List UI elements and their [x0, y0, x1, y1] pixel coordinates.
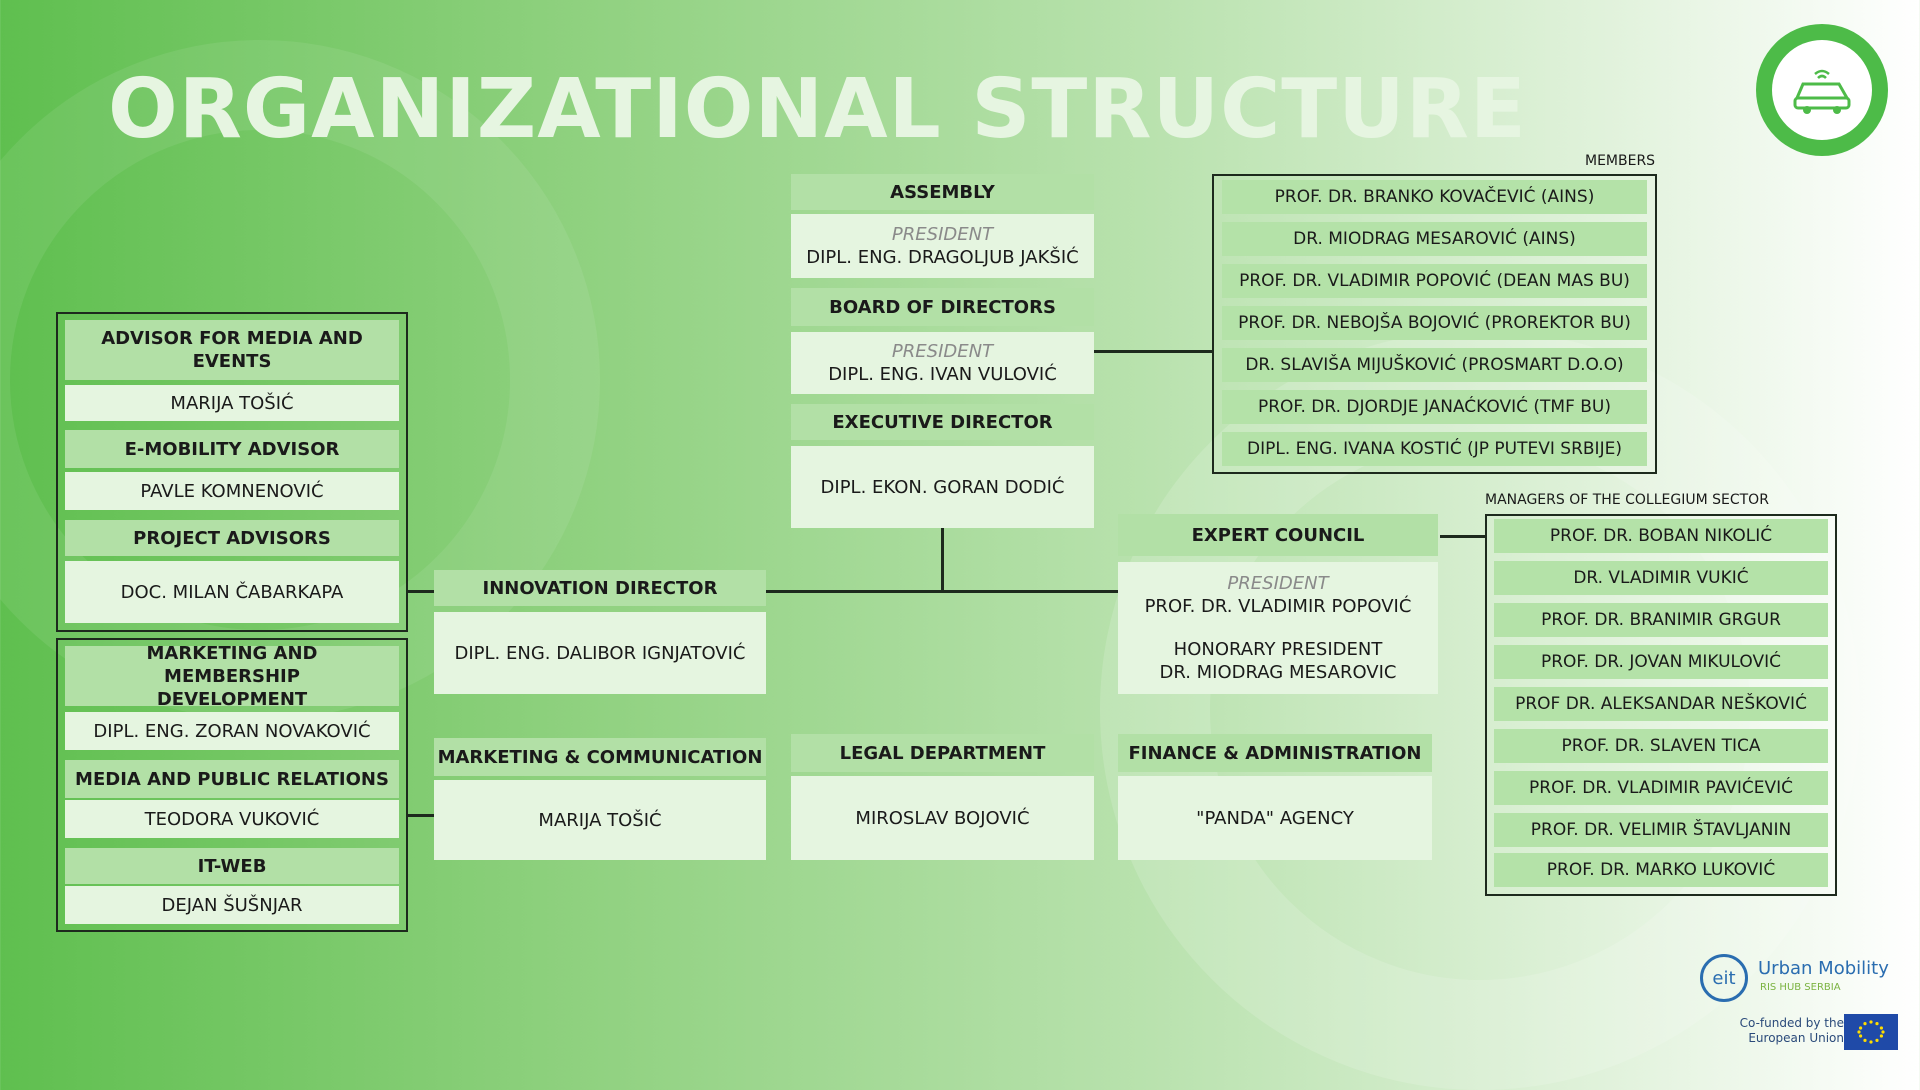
- member-item: PROF. DR. DJORDJE JANAĆKOVIĆ (TMF BU): [1222, 390, 1647, 424]
- eit-sub: RIS HUB SERBIA: [1760, 982, 1841, 993]
- marketing-comm-name-box: MARIJA TOŠIĆ: [434, 780, 766, 860]
- emobility-name-box: PAVLE KOMNENOVIĆ: [65, 472, 399, 510]
- manager-item: PROF. DR. JOVAN MIKULOVIĆ: [1494, 645, 1828, 679]
- marketing-comm-header: MARKETING & COMMUNICATION: [434, 738, 766, 776]
- project-advisors-name: DOC. MILAN ČABARKAPA: [120, 581, 344, 603]
- managers-label: MANAGERS OF THE COLLEGIUM SECTOR: [1485, 492, 1769, 508]
- executive-name-box: DIPL. EKON. GORAN DODIĆ: [791, 446, 1094, 528]
- cofund-text: Co-funded by the European Union: [1739, 1016, 1844, 1045]
- members-label: MEMBERS: [1585, 153, 1656, 169]
- emobility-name: PAVLE KOMNENOVIĆ: [140, 480, 324, 502]
- executive-name: DIPL. EKON. GORAN DODIĆ: [820, 476, 1065, 498]
- member-item: PROF. DR. BRANKO KOVAČEVIĆ (AINS): [1222, 180, 1647, 214]
- electric-car-icon: [1772, 40, 1872, 140]
- member-item: DIPL. ENG. IVANA KOSTIĆ (JP PUTEVI SRBIJ…: [1222, 432, 1647, 466]
- itweb-header: IT-WEB: [65, 848, 399, 884]
- innovation-name: DIPL. ENG. DALIBOR IGNJATOVIĆ: [454, 642, 746, 664]
- board-president-name: DIPL. ENG. IVAN VULOVIĆ: [828, 364, 1057, 385]
- finance-header: FINANCE & ADMINISTRATION: [1118, 734, 1432, 772]
- eu-flag-icon: [1844, 1014, 1898, 1050]
- media-pr-name-box: TEODORA VUKOVIĆ: [65, 800, 399, 838]
- innovation-header: INNOVATION DIRECTOR: [434, 570, 766, 606]
- expert-council-box: PRESIDENT PROF. DR. VLADIMIR POPOVIĆ HON…: [1118, 562, 1438, 694]
- connector-board-members: [1094, 350, 1212, 353]
- marketing-group-frame: [56, 638, 408, 932]
- expert-honorary-name: DR. MIODRAG MESAROVIC: [1159, 662, 1397, 683]
- manager-item: PROF. DR. VELIMIR ŠTAVLJANIN: [1494, 813, 1828, 847]
- expert-president-name: PROF. DR. VLADIMIR POPOVIĆ: [1144, 596, 1412, 617]
- eit-brand: Urban Mobility: [1758, 958, 1889, 979]
- managers-frame: [1485, 514, 1837, 896]
- legal-name-box: MIROSLAV BOJOVIĆ: [791, 776, 1094, 860]
- manager-item: PROF. DR. BRANIMIR GRGUR: [1494, 603, 1828, 637]
- media-pr-name: TEODORA VUKOVIĆ: [144, 808, 320, 830]
- board-president-box: PRESIDENT DIPL. ENG. IVAN VULOVIĆ: [791, 332, 1094, 394]
- innovation-name-box: DIPL. ENG. DALIBOR IGNJATOVIĆ: [434, 612, 766, 694]
- project-advisors-name-box: DOC. MILAN ČABARKAPA: [65, 561, 399, 623]
- connector-innovation-left: [406, 590, 434, 593]
- member-item: DR. SLAVIŠA MIJUŠKOVIĆ (PROSMART D.O.O): [1222, 348, 1647, 382]
- connector-marketing-left: [406, 814, 434, 817]
- eit-logo: eit Urban Mobility RIS HUB SERBIA: [1700, 954, 1900, 1004]
- marketing-membership-header: MARKETING AND MEMBERSHIP DEVELOPMENT: [65, 643, 399, 710]
- assembly-header: ASSEMBLY: [791, 174, 1094, 210]
- members-frame: [1212, 174, 1657, 474]
- itweb-name: DEJAN ŠUŠNJAR: [161, 894, 303, 916]
- page-title: ORGANIZATIONAL STRUCTURE: [108, 62, 1527, 157]
- expert-council-header: EXPERT COUNCIL: [1118, 514, 1438, 556]
- eit-mark: eit: [1700, 954, 1748, 1002]
- executive-header: EXECUTIVE DIRECTOR: [791, 404, 1094, 440]
- legal-name: MIROSLAV BOJOVIĆ: [855, 807, 1030, 829]
- board-role: PRESIDENT: [891, 341, 994, 362]
- manager-item: PROF. DR. SLAVEN TICA: [1494, 729, 1828, 763]
- media-pr-header: MEDIA AND PUBLIC RELATIONS: [65, 760, 399, 798]
- project-advisors-header: PROJECT ADVISORS: [65, 520, 399, 556]
- member-item: PROF. DR. NEBOJŠA BOJOVIĆ (PROREKTOR BU): [1222, 306, 1647, 340]
- member-item: PROF. DR. VLADIMIR POPOVIĆ (DEAN MAS BU): [1222, 264, 1647, 298]
- connector-main-horizontal: [766, 590, 1118, 593]
- media-events-name-box: MARIJA TOŠIĆ: [65, 385, 399, 421]
- media-events-header: ADVISOR FOR MEDIA AND EVENTS: [65, 320, 399, 380]
- media-events-name: MARIJA TOŠIĆ: [170, 392, 294, 414]
- manager-item: PROF DR. ALEKSANDAR NEŠKOVIĆ: [1494, 687, 1828, 721]
- emobility-header: E-MOBILITY ADVISOR: [65, 430, 399, 468]
- assembly-president-name: DIPL. ENG. DRAGOLJUB JAKŠIĆ: [806, 247, 1079, 268]
- manager-item: DR. VLADIMIR VUKIĆ: [1494, 561, 1828, 595]
- connector-executive-down: [941, 528, 944, 592]
- marketing-membership-name: DIPL. ENG. ZORAN NOVAKOVIĆ: [93, 720, 371, 742]
- finance-name: "PANDA" AGENCY: [1196, 807, 1354, 829]
- manager-item: PROF. DR. VLADIMIR PAVIĆEVIĆ: [1494, 771, 1828, 805]
- expert-role: PRESIDENT: [1227, 573, 1329, 594]
- member-item: DR. MIODRAG MESAROVIĆ (AINS): [1222, 222, 1647, 256]
- expert-honorary-role: HONORARY PRESIDENT: [1173, 639, 1383, 660]
- marketing-membership-name-box: DIPL. ENG. ZORAN NOVAKOVIĆ: [65, 712, 399, 750]
- finance-name-box: "PANDA" AGENCY: [1118, 776, 1432, 860]
- manager-item: PROF. DR. MARKO LUKOVIĆ: [1494, 853, 1828, 887]
- legal-header: LEGAL DEPARTMENT: [791, 734, 1094, 772]
- manager-item: PROF. DR. BOBAN NIKOLIĆ: [1494, 519, 1828, 553]
- board-header: BOARD OF DIRECTORS: [791, 288, 1094, 326]
- connector-expert-managers: [1440, 535, 1485, 538]
- assembly-role: PRESIDENT: [891, 224, 994, 245]
- marketing-comm-name: MARIJA TOŠIĆ: [538, 809, 662, 831]
- advisors-frame: [56, 312, 408, 632]
- assembly-president-box: PRESIDENT DIPL. ENG. DRAGOLJUB JAKŠIĆ: [791, 214, 1094, 278]
- itweb-name-box: DEJAN ŠUŠNJAR: [65, 886, 399, 924]
- association-logo: [1756, 24, 1888, 156]
